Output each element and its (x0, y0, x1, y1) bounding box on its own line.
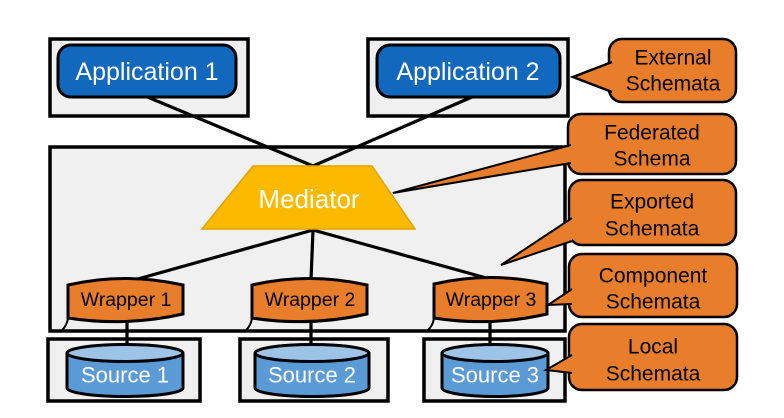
wrapper-3-tail (426, 317, 435, 332)
callout-component-pointer (544, 288, 573, 307)
callout-external-schemata: External Schemata (569, 37, 738, 104)
callout-exported-bubble (567, 178, 738, 247)
callout-federated-line1: Federated (604, 122, 700, 145)
callout-exported-pointer (500, 217, 573, 266)
connector-app1-mediator (144, 94, 314, 168)
callout-federated-bubble (566, 112, 738, 176)
mediator-label: Mediator (258, 184, 359, 214)
source-2-cylinder-body (253, 353, 371, 398)
callout-component-line1: Component (599, 265, 708, 288)
callout-external-line2: Schemata (626, 73, 721, 96)
callout-federated-line2: Schema (613, 148, 690, 171)
source-3-cylinder-top (440, 343, 550, 363)
source-2-label: Source 2 (268, 363, 356, 388)
wrapper-3-label: Wrapper 3 (446, 289, 537, 311)
wrapper-2-label: Wrapper 2 (265, 289, 356, 311)
callout-exported-line1: Exported (610, 191, 694, 214)
source-1-label: Source 1 (81, 363, 169, 388)
wrapper-nodes: Wrapper 1 Wrapper 2 Wrapper 3 (60, 276, 549, 332)
callout-exported-line2: Schemata (605, 218, 700, 241)
wrapper-3-node (432, 276, 549, 324)
connector-app2-mediator (312, 95, 473, 168)
connector-mediator-wrapper3 (312, 228, 491, 281)
callout-local-line2: Schemata (606, 363, 701, 386)
callout-exported-schemata: Exported Schemata (500, 178, 738, 266)
callout-federated-pointer (392, 144, 572, 194)
connector-mediator-wrapper1 (126, 228, 314, 284)
source-3-label: Source 3 (451, 363, 539, 388)
callout-federated-schema: Federated Schema (392, 112, 738, 194)
application-2-label: Application 2 (396, 58, 539, 86)
wrapper-2-node (250, 277, 369, 324)
source-2-cylinder-top (253, 343, 371, 363)
application-1-label: Application 1 (75, 58, 218, 86)
callout-component-line2: Schemata (606, 291, 701, 314)
callout-component-bubble (567, 252, 739, 319)
callout-external-pointer (569, 60, 613, 94)
connector-lines (125, 94, 492, 354)
connector-mediator-wrapper2 (309, 229, 315, 281)
callout-local-schemata: Local Schemata (542, 322, 739, 392)
callout-external-line1: External (634, 47, 711, 70)
callout-local-line1: Local (628, 336, 678, 359)
application-2-node (375, 43, 562, 99)
application-1-node (56, 43, 238, 99)
callout-local-pointer (542, 354, 573, 374)
wrapper-2-tail (244, 317, 253, 332)
wrapper-1-tail (60, 317, 69, 332)
source-1-cylinder-body (65, 353, 185, 398)
wrapper-1-node (66, 277, 185, 324)
callout-component-schemata: Component Schemata (544, 252, 739, 319)
source-1-cylinder-top (65, 343, 185, 363)
wrapper-1-label: Wrapper 1 (81, 289, 172, 311)
source-nodes: Source 1 Source 2 Source 3 (65, 343, 550, 398)
mediator-node (200, 165, 417, 230)
source-3-cylinder-body (440, 353, 550, 398)
